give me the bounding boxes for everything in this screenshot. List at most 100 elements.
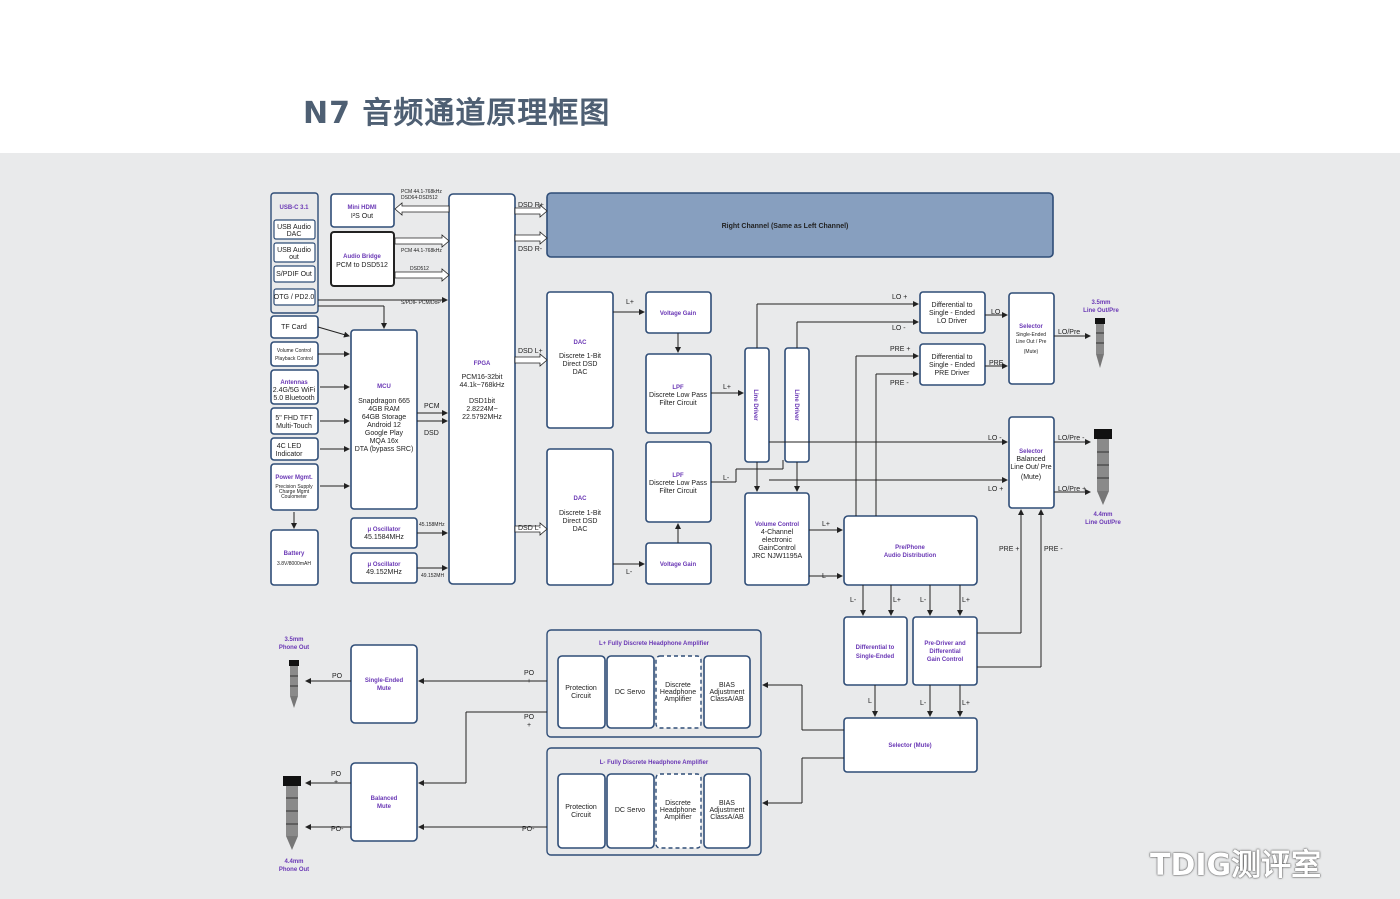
label-dsd64-512: DSD64-DSD512: [401, 195, 438, 201]
fpga-line6: 2.8224M~: [466, 406, 497, 413]
usb-audio-out-block: [273, 242, 316, 263]
label-lo-minus-bal: LO -: [988, 435, 1002, 442]
label-lo-plus-bal: LO +: [988, 486, 1003, 493]
voltage-gain-top-label: Voltage Gain: [660, 311, 697, 317]
fpga-line2: PCM16-32bit: [462, 374, 503, 381]
audio-bridge-subtitle: PCM to DSD512: [336, 262, 388, 269]
right-channel-block: [546, 192, 1054, 258]
label-pre-minus-bal: PRE -: [1044, 546, 1063, 553]
label-plus-2: +: [527, 722, 531, 729]
led-block: [270, 437, 319, 461]
oscillator-49-block: [350, 552, 418, 584]
lminus-bias-line1: BIAS: [719, 800, 735, 807]
usb-audio-out-line2: out: [289, 254, 299, 261]
volume-control-line3: electronic: [762, 537, 792, 544]
voltage-gain-bottom-label: Voltage Gain: [660, 562, 697, 568]
fhd-tft-block: [270, 407, 319, 435]
bal-mute-line1: Balanced: [371, 796, 398, 802]
label-49mhz: 49.152MH: [421, 573, 444, 579]
prephone-title: Pre/Phone: [895, 545, 925, 551]
otg-block: [273, 288, 316, 306]
label-dsd-r-minus: DSD R-: [518, 246, 543, 253]
oscillator-45-title: μ Oscillator: [367, 527, 401, 533]
label-plus-1: +: [527, 678, 531, 685]
diff-pre-line1: Differential to: [931, 354, 972, 361]
jack-35-line-icon: [1095, 318, 1105, 368]
spdif-out-block: [273, 265, 316, 283]
battery-title: Battery: [284, 551, 305, 557]
volume-playback-line2: Playback Control: [275, 356, 313, 362]
label-po-bal: PO: [331, 771, 342, 778]
out-35-line-label1: 3.5mm: [1091, 300, 1110, 306]
label-l-plus-pd: L+: [962, 700, 970, 707]
label-dsd-r-plus: DSD R+: [518, 202, 544, 209]
fpga-block: [448, 193, 516, 585]
oscillator-45-freq: 45.1584MHz: [364, 534, 404, 541]
mcu-line7: MQA 16x: [370, 438, 399, 445]
label-l-plus-vol: L+: [822, 521, 830, 528]
spdif-out-label: S/PDIF Out: [276, 271, 312, 278]
audio-bridge-title: Audio Bridge: [343, 254, 381, 260]
lpf-top-title: LPF: [672, 385, 684, 391]
lplus-dc-servo-block: [606, 655, 655, 729]
signal-lines: [291, 202, 1091, 830]
watermark: TDIG测评室: [1150, 848, 1322, 883]
selector-bal-block: [1008, 416, 1055, 509]
diff-to-se-line1: Differential to: [856, 645, 895, 651]
dac-top-title: DAC: [574, 340, 588, 346]
dac-bottom-block: [546, 448, 614, 586]
diff-lo-driver-block: [919, 291, 986, 334]
label-pre: PRE: [989, 360, 1004, 367]
label-dsd-l-plus: DSD L+: [518, 348, 543, 355]
battery-block: [270, 529, 319, 586]
oscillator-49-title: μ Oscillator: [367, 562, 401, 568]
volume-control-title: Volume Control: [755, 522, 800, 528]
lminus-discrete-line2: Headphone: [660, 807, 696, 814]
mcu-line6: Google Play: [365, 430, 404, 437]
label-po-minus-bal: PO-: [331, 826, 344, 833]
label-po-plus-1: PO: [524, 670, 535, 677]
label-45mhz: 45.158MHz: [419, 522, 445, 528]
diff-pre-line3: PRE Driver: [934, 370, 970, 377]
out-35-phone-label2: Phone Out: [279, 645, 309, 651]
dac-bottom-line4: DAC: [573, 526, 588, 533]
header: N7 音频通道原理框图: [0, 0, 1400, 153]
selector-bal-line4: (Mute): [1021, 474, 1041, 481]
label-lo-minus: LO -: [892, 325, 906, 332]
se-mute-line1: Single-Ended: [365, 678, 404, 684]
diff-to-se-line2: Single-Ended: [856, 654, 895, 660]
antennas-line2: 2.4G/5G WiFi: [273, 387, 316, 394]
power-mgmt-title: Power Mgmt.: [275, 475, 313, 481]
label-po-se: PO: [332, 673, 343, 680]
selector-bal-line3: Line Out/ Pre: [1010, 464, 1051, 471]
volume-playback-line1: Volume Control: [277, 348, 311, 354]
out-35-phone-label1: 3.5mm: [284, 637, 303, 643]
lplus-bias-block: [703, 655, 751, 729]
se-mute-line2: Mute: [377, 686, 392, 692]
bal-mute-line2: Mute: [377, 804, 392, 810]
lplus-protection-line2: Circuit: [571, 693, 591, 700]
power-mgmt-line4: Coulometer: [281, 494, 307, 500]
mcu-block: [350, 329, 418, 510]
label-pcm-768: PCM 44.1-768kHz: [401, 189, 442, 195]
label-l-plus-dist2: L+: [962, 597, 970, 604]
right-channel-label: Right Channel (Same as Left Channel): [722, 223, 849, 230]
lplus-amp-title: L+ Fully Discrete Headphone Amplifier: [599, 641, 710, 647]
diff-lo-line2: Single - Ended: [929, 310, 975, 317]
single-ended-mute-block: [350, 644, 418, 724]
audio-bridge-block: [330, 231, 395, 287]
label-pcm-768b: PCM 44.1-768kHz: [401, 248, 442, 254]
dac-top-line4: DAC: [573, 369, 588, 376]
fpga-line7: 22.5792MHz: [462, 414, 502, 421]
lplus-bias-line1: BIAS: [719, 682, 735, 689]
lplus-discrete-line3: Amplifier: [664, 696, 692, 703]
selector-se-line3: Line Out / Pre: [1016, 339, 1047, 345]
led-line1: 4C LED: [277, 443, 302, 450]
volume-control-line4: GainControl: [758, 545, 796, 552]
antennas-block: [270, 369, 319, 405]
label-dsd-l-minus: DSD L-: [518, 525, 542, 532]
lminus-bias-line2: Adjustment: [709, 807, 744, 814]
diagram-panel: [0, 153, 1400, 899]
selector-bal-title: Selector: [1019, 449, 1043, 455]
